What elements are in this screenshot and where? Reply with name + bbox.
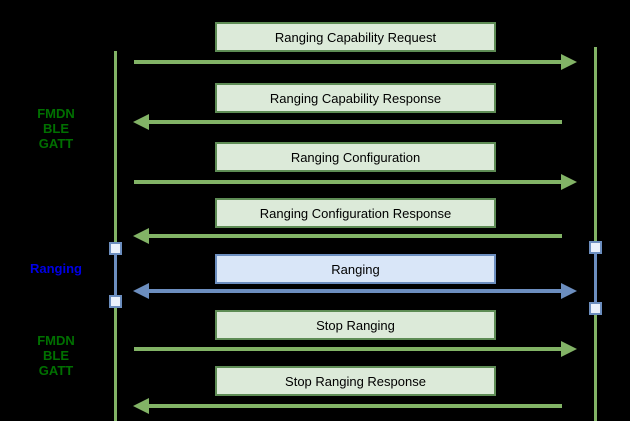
arrowhead-right-icon	[561, 174, 577, 190]
activation-marker-right-top	[589, 241, 602, 254]
activation-marker-right-bottom	[589, 302, 602, 315]
phase-label-fmdn-ble-gatt-bottom: FMDN BLE GATT	[10, 333, 102, 378]
message-box-ranging-configuration-response: Ranging Configuration Response	[215, 198, 496, 228]
arrow-shaft	[145, 120, 562, 124]
phase-label-line: FMDN	[37, 106, 75, 121]
arrow-ranging-bidirectional	[133, 283, 577, 299]
phase-label-line: BLE	[43, 121, 69, 136]
arrowhead-left-icon	[133, 398, 149, 414]
phase-label-line: Ranging	[30, 261, 82, 276]
phase-label-line: FMDN	[37, 333, 75, 348]
phase-label-ranging: Ranging	[10, 261, 102, 276]
message-box-ranging-capability-request: Ranging Capability Request	[215, 22, 496, 52]
arrow-ranging-capability-request	[133, 54, 577, 70]
arrow-stop-ranging	[133, 341, 577, 357]
lifeline-right-ranging-segment	[594, 253, 597, 302]
arrow-shaft	[134, 60, 565, 64]
arrowhead-right-icon	[561, 54, 577, 70]
message-box-stop-ranging-response: Stop Ranging Response	[215, 366, 496, 396]
arrow-shaft	[145, 234, 562, 238]
lifeline-right	[594, 47, 597, 421]
lifeline-left-ranging-segment	[114, 254, 117, 295]
message-box-stop-ranging: Stop Ranging	[215, 310, 496, 340]
arrow-shaft	[134, 180, 565, 184]
message-box-ranging: Ranging	[215, 254, 496, 284]
phase-label-line: GATT	[38, 363, 74, 378]
activation-marker-left-bottom	[109, 295, 122, 308]
activation-marker-left-top	[109, 242, 122, 255]
message-box-ranging-capability-response: Ranging Capability Response	[215, 83, 496, 113]
lifeline-left	[114, 51, 117, 421]
arrow-shaft	[145, 289, 565, 293]
arrowhead-left-icon	[133, 228, 149, 244]
arrow-stop-ranging-response	[133, 398, 562, 414]
arrowhead-right-icon	[561, 283, 577, 299]
arrow-shaft	[134, 347, 565, 351]
arrowhead-left-icon	[133, 114, 149, 130]
arrow-ranging-configuration	[133, 174, 577, 190]
phase-label-fmdn-ble-gatt-top: FMDN BLE GATT	[10, 106, 102, 151]
arrowhead-right-icon	[561, 341, 577, 357]
arrow-ranging-capability-response	[133, 114, 562, 130]
phase-label-line: BLE	[43, 348, 69, 363]
arrow-shaft	[145, 404, 562, 408]
arrow-ranging-configuration-response	[133, 228, 562, 244]
arrowhead-left-icon	[133, 283, 149, 299]
phase-label-line: GATT	[38, 136, 74, 151]
message-box-ranging-configuration: Ranging Configuration	[215, 142, 496, 172]
